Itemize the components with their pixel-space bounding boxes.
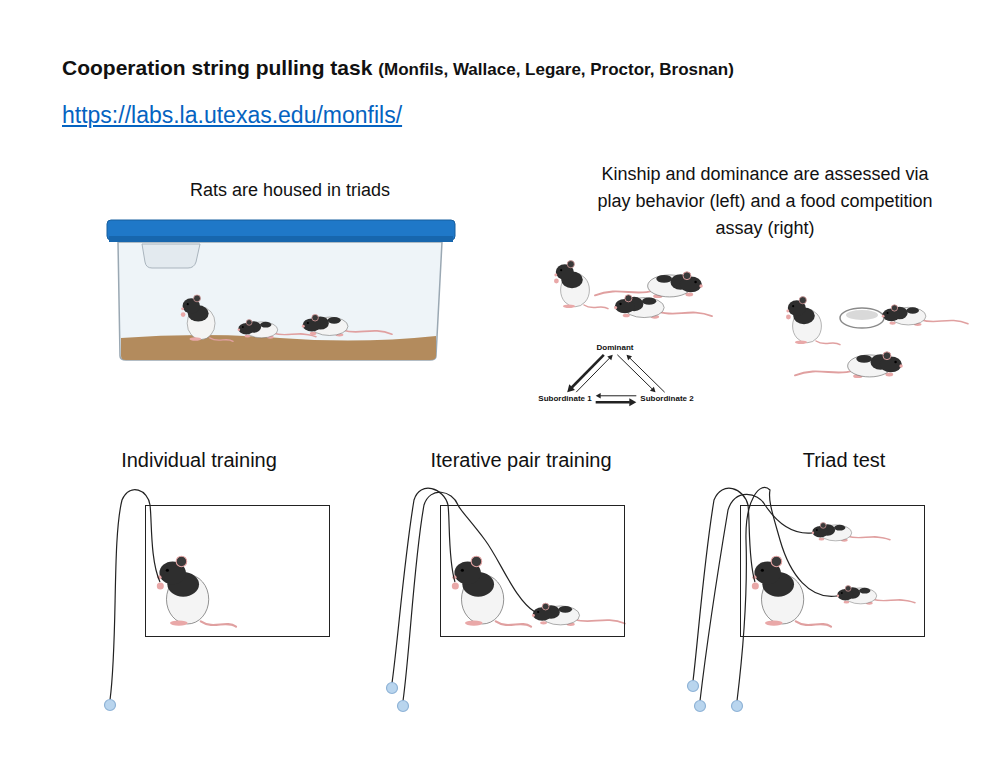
string xyxy=(110,490,160,700)
arrow-line xyxy=(576,358,609,392)
illustration-part xyxy=(142,244,200,268)
play-rats xyxy=(554,261,712,319)
panel-heading: Individual training xyxy=(121,449,277,472)
rank-name: Subordinate 2 xyxy=(640,395,693,404)
rat xyxy=(882,305,968,326)
string-handle xyxy=(688,681,699,692)
rank-name: Subordinate 1 xyxy=(538,395,591,404)
string xyxy=(403,492,535,701)
rank-arrow xyxy=(596,393,637,399)
panel-rats xyxy=(157,523,915,627)
illustration-part xyxy=(109,236,453,242)
food-bowl xyxy=(840,308,884,328)
author-list: (Monfils, Wallace, Legare, Proctor, Bros… xyxy=(378,60,734,80)
rat xyxy=(812,523,890,542)
test-panel: Triad test xyxy=(740,505,925,637)
rat xyxy=(554,261,608,309)
arrow-head xyxy=(650,387,656,393)
arrow-line xyxy=(630,358,665,392)
panel-heading: Triad test xyxy=(803,449,886,472)
rat xyxy=(837,586,915,605)
arrow-line xyxy=(596,401,630,404)
pull-strings xyxy=(110,487,837,701)
rat xyxy=(157,556,236,626)
arrow-line xyxy=(572,355,604,388)
rat xyxy=(614,295,712,319)
rat xyxy=(795,352,903,378)
rat xyxy=(532,603,625,626)
rank-arrow xyxy=(617,355,655,392)
training-panel: Individual training xyxy=(145,505,330,637)
title-row: Cooperation string pulling task (Monfils,… xyxy=(62,56,734,80)
section-caption: Kinship and dominance are assessed via p… xyxy=(585,161,945,242)
string xyxy=(392,488,455,683)
lab-link: https://labs.la.utexas.edu/monfils/ xyxy=(62,98,402,133)
rat xyxy=(595,272,703,298)
illustration-part xyxy=(118,242,442,360)
arrow-head xyxy=(626,355,632,361)
string xyxy=(737,487,837,701)
rank-label: Subordinate 1 xyxy=(536,394,593,405)
arrow-line xyxy=(600,395,636,396)
arrow-head xyxy=(629,398,636,406)
string-handle xyxy=(387,683,398,694)
page-title: Cooperation string pulling task xyxy=(62,56,372,80)
rank-arrow xyxy=(567,355,604,392)
rank-arrow xyxy=(576,355,613,392)
rat-cage xyxy=(107,220,455,360)
illustration-part xyxy=(121,335,436,360)
arrow-head xyxy=(596,393,601,399)
rank-arrow xyxy=(626,355,664,392)
section-caption: Rats are housed in triads xyxy=(130,177,450,204)
string-handle xyxy=(732,701,743,712)
rank-label: Subordinate 2 xyxy=(638,394,695,405)
string-handle xyxy=(695,701,706,712)
rat xyxy=(452,556,531,626)
rat xyxy=(786,297,840,345)
arrow-head xyxy=(567,384,575,392)
string xyxy=(700,494,812,701)
string-handles xyxy=(105,681,743,712)
string-handle xyxy=(398,701,409,712)
string-handle xyxy=(105,700,116,711)
arrow-line xyxy=(617,355,652,389)
food-competition-rats xyxy=(786,297,968,379)
rank-label: Dominant xyxy=(595,343,636,354)
rat xyxy=(181,295,233,341)
rat xyxy=(752,556,831,626)
panel-heading: Iterative pair training xyxy=(430,449,611,472)
training-panel: Iterative pair training xyxy=(440,505,625,637)
food xyxy=(846,310,878,320)
rat xyxy=(302,314,392,336)
arrow-head xyxy=(607,355,612,361)
rank-name: Dominant xyxy=(597,344,634,353)
rank-arrow xyxy=(596,398,637,406)
